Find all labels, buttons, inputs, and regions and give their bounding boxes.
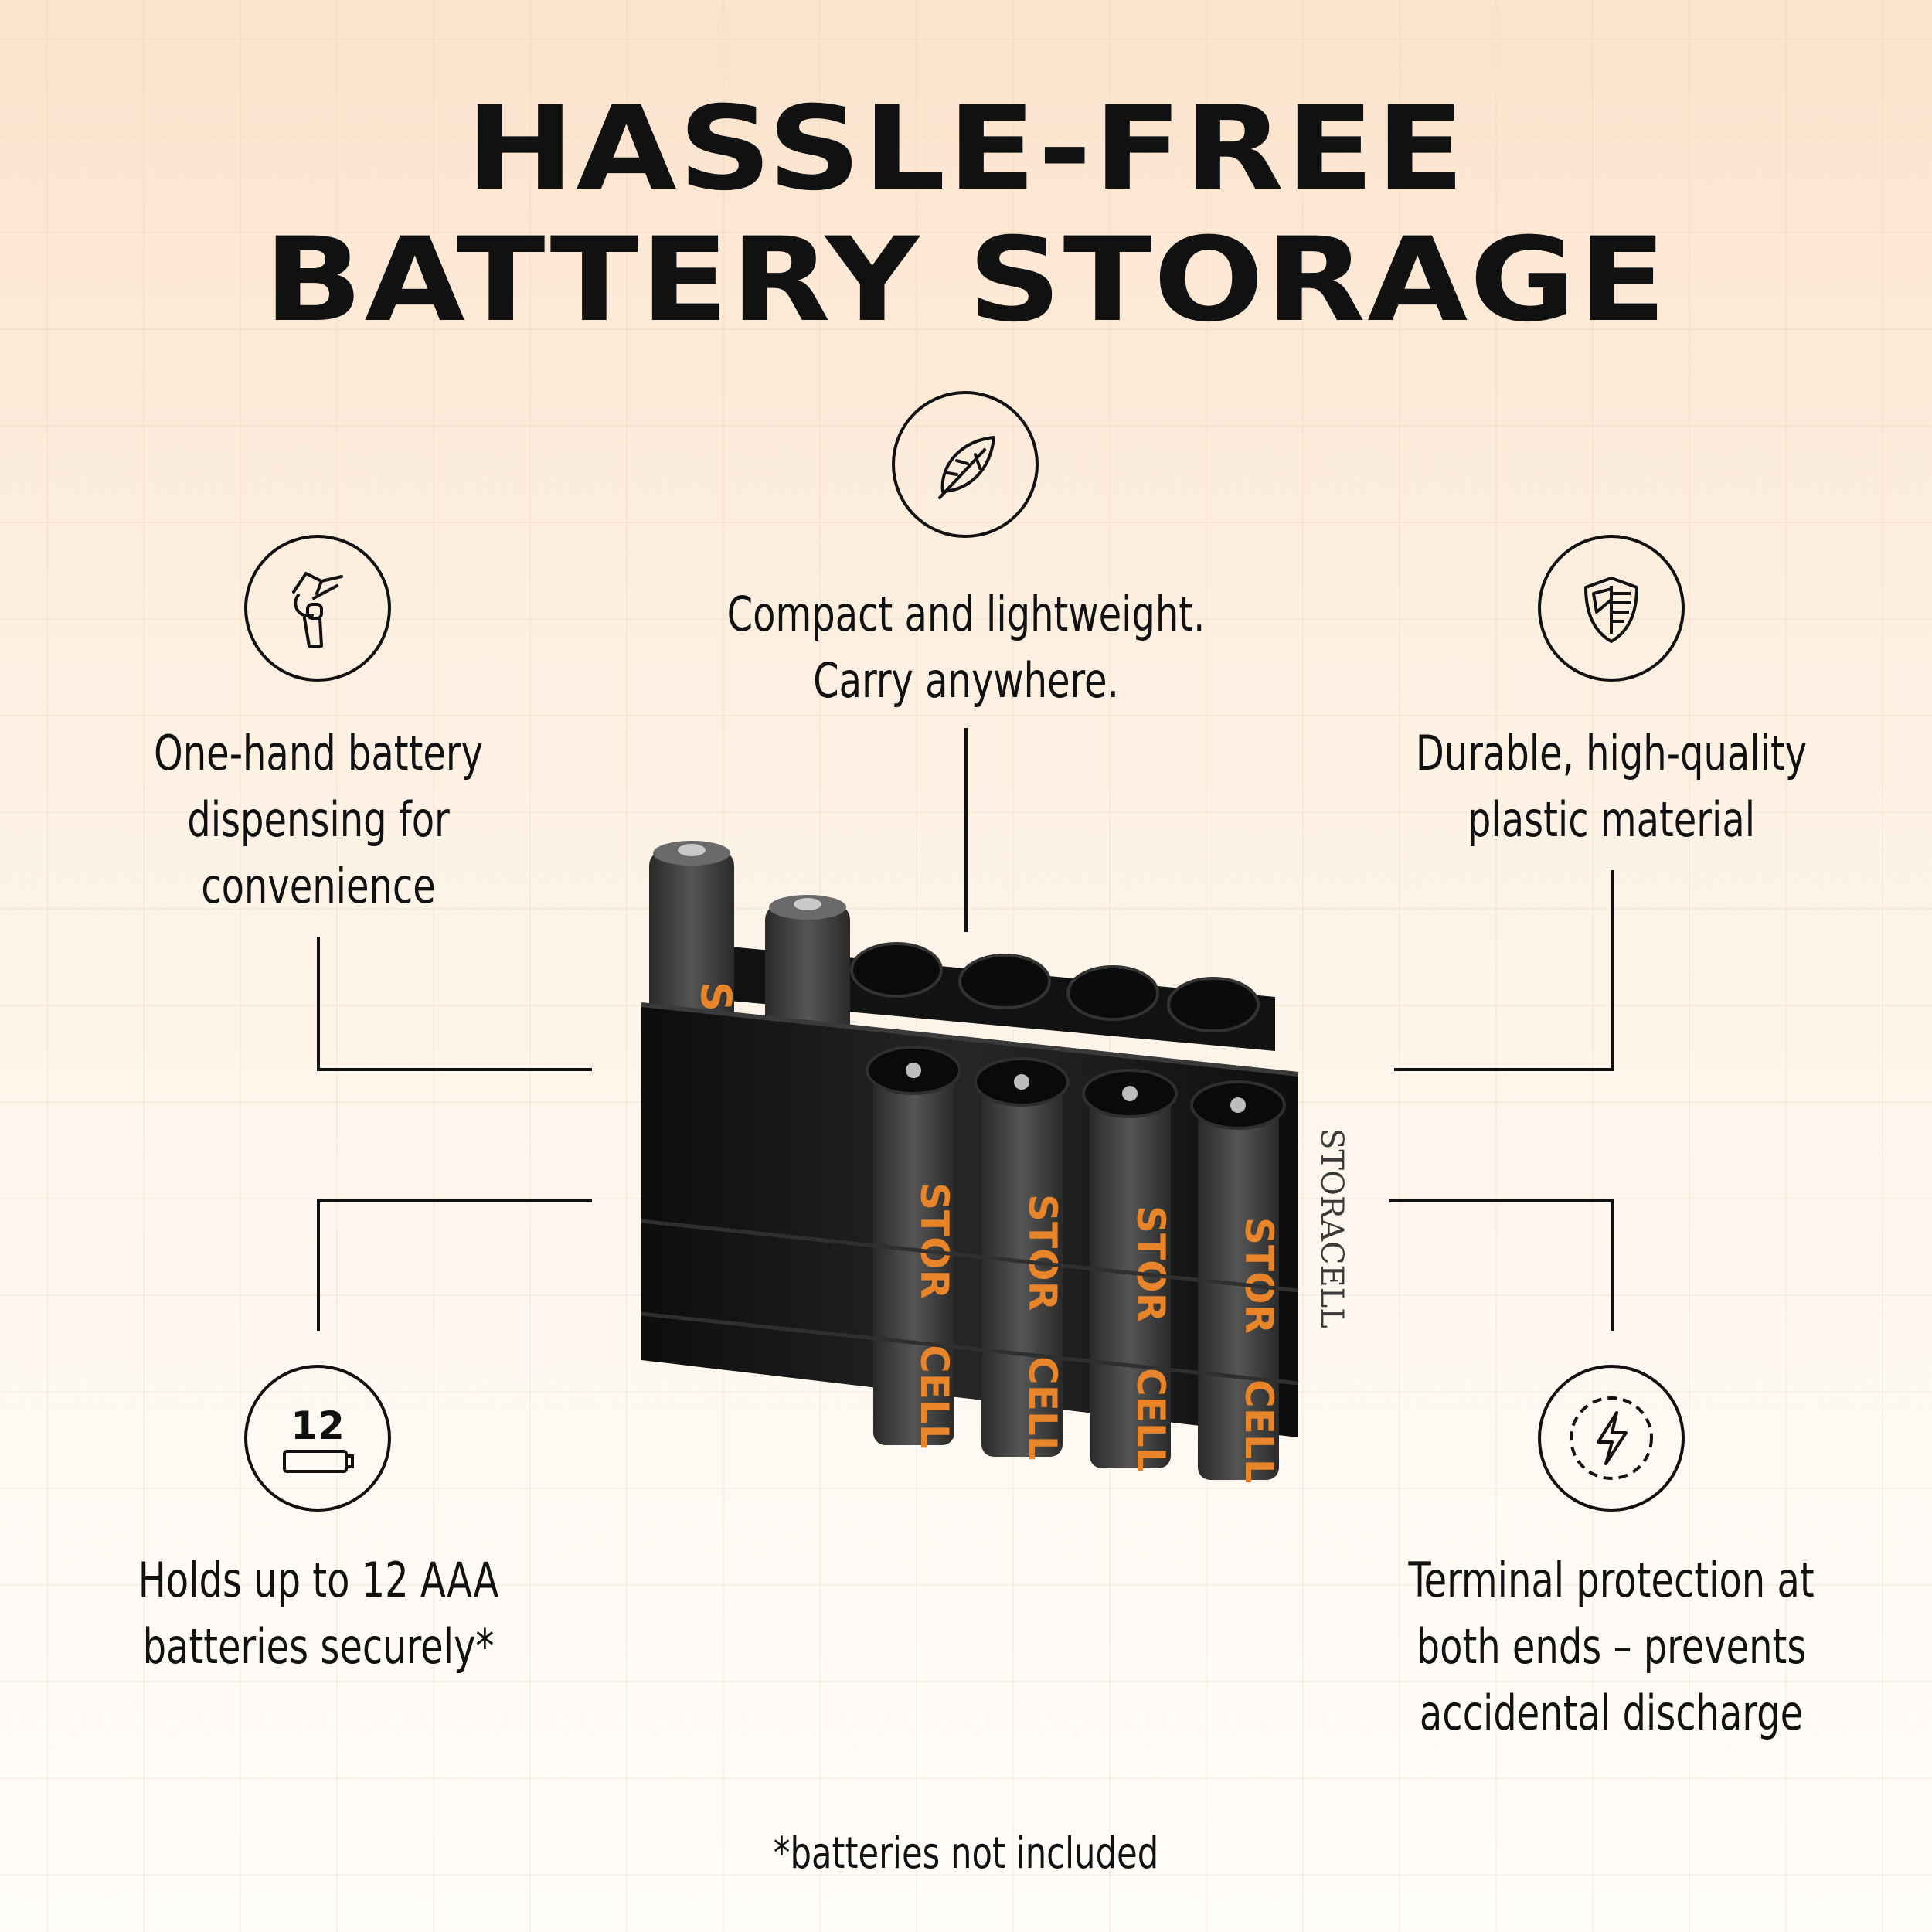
feature-line: dispensing for (187, 791, 450, 848)
case-embossed-label: STORACELL (1314, 1128, 1345, 1328)
connector-line (317, 1199, 320, 1331)
feature-line: batteries securely* (142, 1618, 495, 1675)
title-line-1: HASSLE-FREE (465, 82, 1467, 216)
battery-count-text: 12 (291, 1403, 345, 1448)
battery-12-icon: 12 (244, 1365, 391, 1512)
battery-label: STOR (1020, 1194, 1065, 1311)
feature-line: plastic material (1467, 791, 1756, 848)
feature-capacity-text: Holds up to 12 AAA batteries securely* (119, 1547, 518, 1680)
connector-line (1611, 870, 1614, 1071)
battery-label: STOR (1128, 1206, 1173, 1322)
battery-label: STOR (1236, 1217, 1281, 1334)
lightning-icon (1538, 1365, 1685, 1512)
feature-line: One-hand battery (154, 725, 483, 781)
feature-line: Durable, high-quality (1415, 725, 1808, 781)
feature-terminal-text: Terminal protection at both ends – preve… (1369, 1547, 1854, 1747)
connector-line (317, 937, 320, 1071)
feather-icon (892, 391, 1039, 538)
feature-line: Holds up to 12 AAA (138, 1552, 499, 1608)
feature-compact-text: Compact and lightweight. Carry anywhere. (700, 581, 1232, 714)
connector-line (317, 1199, 592, 1202)
connector-line (1389, 1199, 1614, 1202)
connector-line (964, 728, 968, 932)
connector-line (1611, 1199, 1614, 1331)
hand-pinch-icon (244, 535, 391, 682)
feature-line: Carry anywhere. (813, 652, 1119, 709)
battery-label: STOR (912, 1182, 957, 1299)
feature-durable-text: Durable, high-quality plastic material (1369, 720, 1854, 853)
feature-line: convenience (201, 858, 436, 914)
battery-label: CELL (912, 1345, 957, 1449)
feature-line: both ends – prevents (1416, 1618, 1807, 1675)
battery-case-image: STOR CELL STOR STOR STOR STOR CELL CELL … (603, 819, 1349, 1561)
connector-line (1394, 1068, 1614, 1071)
battery-label: CELL (1236, 1379, 1281, 1484)
connector-line (317, 1068, 592, 1071)
feature-one-hand-text: One-hand battery dispensing for convenie… (119, 720, 518, 920)
feature-line: Terminal protection at (1408, 1552, 1815, 1608)
footnote: *batteries not included (773, 1828, 1159, 1879)
title-line-2: BATTERY STORAGE (264, 213, 1668, 348)
battery-label: CELL (1020, 1356, 1065, 1461)
feature-line: accidental discharge (1419, 1685, 1804, 1741)
shield-icon (1538, 535, 1685, 682)
battery-label: CELL (1128, 1368, 1173, 1472)
feature-line: Compact and lightweight. (726, 586, 1206, 642)
